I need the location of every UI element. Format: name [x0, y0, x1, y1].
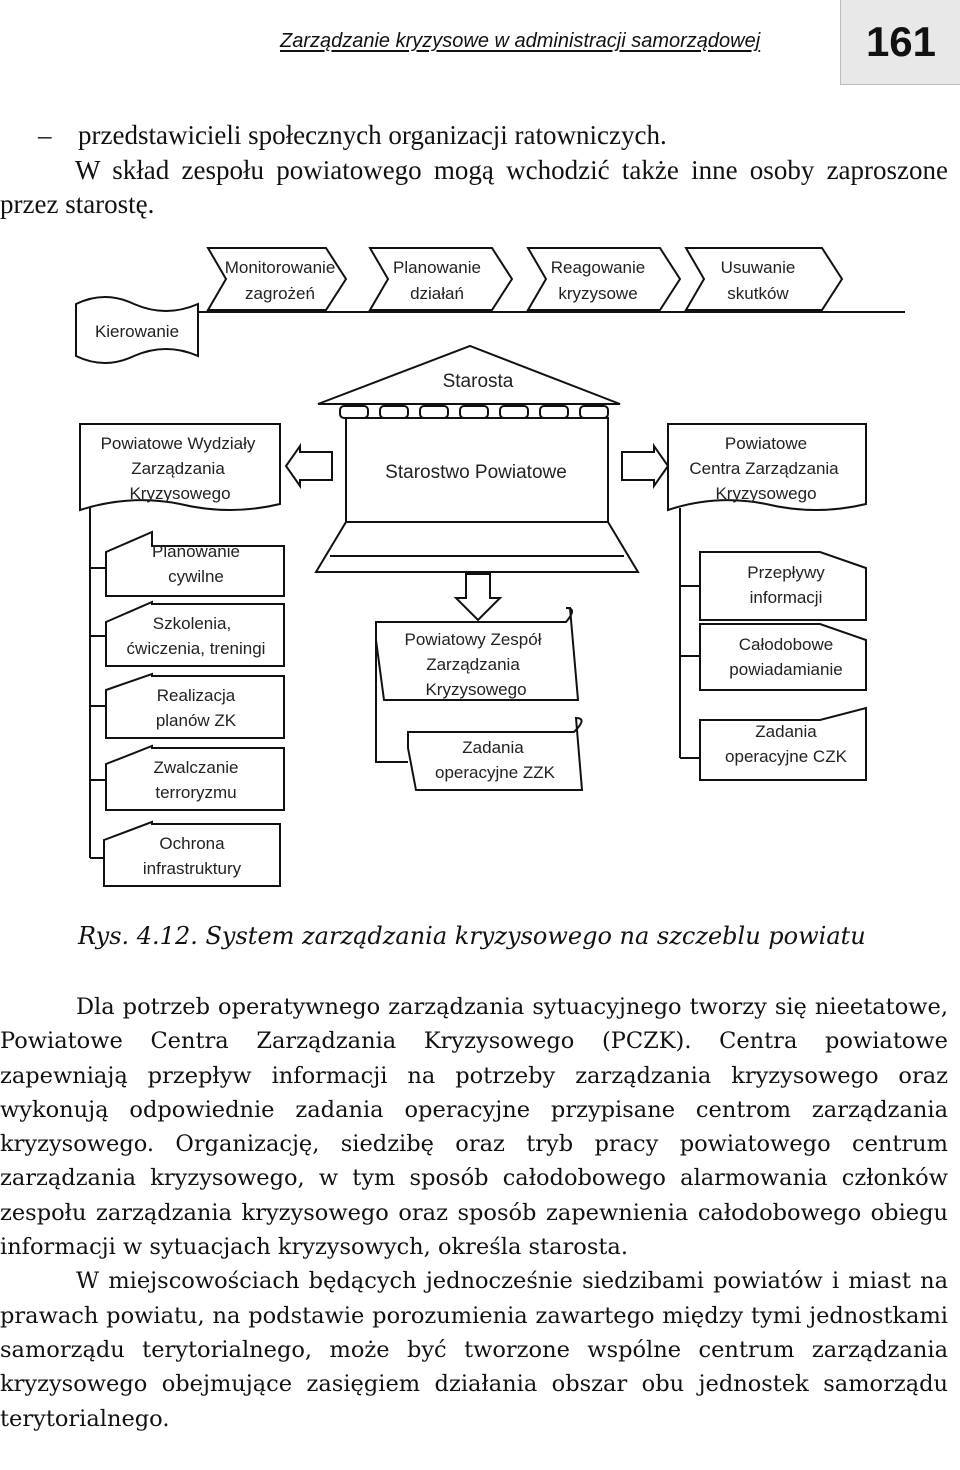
left-item-2-line2: ćwiczenia, treningi — [127, 639, 266, 658]
center-item-1-line1: Powiatowy Zespół — [404, 630, 541, 649]
center-item-1-line3: Kryzysowego — [425, 680, 526, 699]
left-item-4-line1: Zwalczanie — [153, 758, 238, 777]
page-number: 161 — [840, 0, 960, 85]
body-paragraph-1: Dla potrzeb operatywnego zarządzania syt… — [0, 994, 948, 1261]
phase-response-line1: Reagowanie — [551, 258, 646, 277]
phase-recovery-line2: skutków — [727, 284, 789, 303]
phase-planning-line1: Planowanie — [393, 258, 481, 277]
left-item-1-line1: Planowanie — [152, 542, 240, 561]
figure-caption: Rys. 4.12. System zarządzania kryzysoweg… — [78, 922, 866, 950]
kierowanie-label: Kierowanie — [95, 322, 179, 341]
bullet-item: –przedstawicieli społecznych organizacji… — [38, 120, 667, 151]
right-main-line3: Kryzysowego — [715, 484, 816, 503]
left-item-1-line2: cywilne — [168, 567, 224, 586]
body-paragraph-2: W miejscowościach będących jednocześnie … — [0, 1268, 948, 1432]
center-item-1-line2: Zarządzania — [426, 655, 520, 674]
right-item-2-line2: powiadamianie — [729, 660, 842, 679]
bullet-dash: – — [38, 120, 52, 150]
starostwo-label: Starostwo Powiatowe — [385, 462, 567, 483]
body-text: Dla potrzeb operatywnego zarządzania syt… — [0, 990, 948, 1436]
center-item-2-line1: Zadania — [462, 738, 524, 757]
right-item-3-line1: Zadania — [755, 722, 817, 741]
right-item-2-line1: Całodobowe — [739, 635, 834, 654]
phase-recovery-line1: Usuwanie — [721, 258, 796, 277]
left-main-line1: Powiatowe Wydziały — [101, 434, 256, 453]
bullet-text: przedstawicieli społecznych organizacji … — [78, 120, 667, 150]
left-item-3-line1: Realizacja — [157, 686, 236, 705]
running-header-title: Zarządzanie kryzysowe w administracji sa… — [280, 30, 761, 52]
right-item-3-line2: operacyjne CZK — [725, 747, 848, 766]
phase-monitoring-line2: zagrożeń — [245, 284, 315, 303]
phase-response-line2: kryzysowe — [558, 284, 637, 303]
left-item-5-line2: infrastruktury — [143, 859, 242, 878]
left-item-2-line1: Szkolenia, — [153, 614, 231, 633]
right-item-1-line2: informacji — [750, 588, 823, 607]
crisis-management-diagram: Monitorowanie zagrożeń Planowanie działa… — [75, 247, 905, 887]
intro-paragraph: W skład zespołu powiatowego mogą wchodzi… — [0, 155, 948, 219]
left-item-3-line2: planów ZK — [156, 711, 237, 730]
starosta-label: Starosta — [443, 371, 514, 392]
right-main-line2: Centra Zarządzania — [689, 459, 839, 478]
right-main-line1: Powiatowe — [725, 434, 807, 453]
left-main-line2: Zarządzania — [131, 459, 225, 478]
left-item-4-line2: terroryzmu — [155, 783, 236, 802]
left-main-line3: Kryzysowego — [129, 484, 230, 503]
right-item-1-line1: Przepływy — [747, 563, 825, 582]
phase-planning-line2: działań — [410, 284, 464, 303]
phase-monitoring-line1: Monitorowanie — [225, 258, 336, 277]
left-item-5-line1: Ochrona — [159, 834, 225, 853]
center-item-2-line2: operacyjne ZZK — [435, 763, 556, 782]
